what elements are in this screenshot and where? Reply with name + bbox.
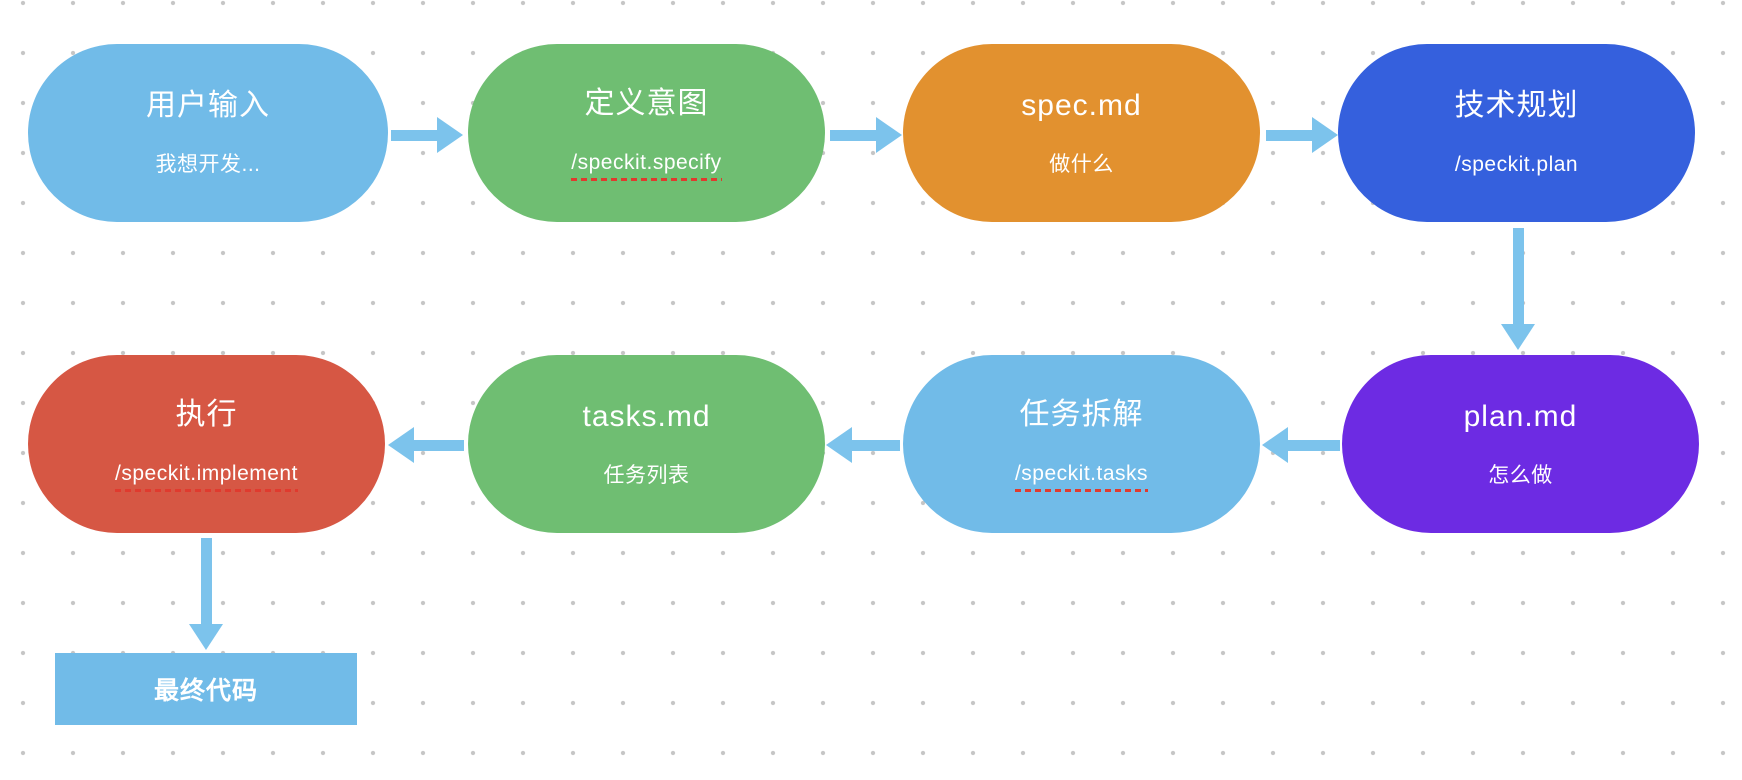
arrow-tasks-md-to-execute[interactable]	[388, 427, 464, 463]
node-title: 用户输入	[146, 89, 270, 122]
arrow-plan-md-to-task-breakdown[interactable]	[1262, 427, 1340, 463]
arrow-tech-plan-to-plan-md[interactable]	[1501, 228, 1535, 350]
node-task-breakdown[interactable]: 任务拆解 /speckit.tasks	[903, 355, 1260, 533]
node-title: 技术规划	[1454, 89, 1579, 122]
node-subtitle: 任务列表	[603, 464, 690, 487]
arrow-head-icon	[388, 427, 414, 463]
final-code-label: 最终代码	[153, 677, 258, 705]
node-subtitle: /speckit.tasks	[1014, 460, 1149, 492]
node-spec-md[interactable]: spec.md 做什么	[903, 44, 1260, 222]
node-title: spec.md	[1021, 89, 1142, 122]
node-subtitle: /speckit.specify	[571, 149, 722, 181]
node-subtitle: /speckit.plan	[1454, 153, 1579, 176]
arrow-head-icon	[189, 624, 223, 650]
arrow-shaft	[391, 129, 437, 141]
node-title: 任务拆解	[1019, 397, 1144, 431]
arrow-shaft	[1512, 228, 1524, 324]
arrow-spec-md-to-tech-plan[interactable]	[1266, 117, 1338, 153]
node-title: 执行	[175, 397, 238, 431]
arrow-head-icon	[437, 117, 463, 153]
arrow-shaft	[852, 439, 900, 451]
arrow-head-icon	[876, 117, 902, 153]
arrow-shaft	[414, 439, 464, 451]
node-title: tasks.md	[582, 400, 711, 433]
node-final-code[interactable]: 最终代码	[55, 653, 357, 725]
arrow-head-icon	[1262, 427, 1288, 463]
node-title: 定义意图	[584, 86, 709, 120]
node-subtitle: 我想开发...	[155, 153, 261, 176]
arrow-head-icon	[826, 427, 852, 463]
node-subtitle: /speckit.implement	[115, 460, 298, 492]
arrow-head-icon	[1501, 324, 1535, 350]
arrow-execute-to-final-code[interactable]	[189, 538, 223, 650]
arrow-shaft	[1288, 439, 1340, 451]
node-tech-plan[interactable]: 技术规划 /speckit.plan	[1338, 44, 1695, 222]
node-define-intent[interactable]: 定义意图 /speckit.specify	[468, 44, 825, 222]
node-subtitle: 怎么做	[1488, 464, 1553, 487]
arrow-shaft	[1266, 129, 1312, 141]
arrow-shaft	[830, 129, 876, 141]
arrow-shaft	[200, 538, 212, 624]
node-plan-md[interactable]: plan.md 怎么做	[1342, 355, 1699, 533]
node-title: plan.md	[1463, 400, 1578, 433]
node-execute[interactable]: 执行 /speckit.implement	[28, 355, 385, 533]
node-tasks-md[interactable]: tasks.md 任务列表	[468, 355, 825, 533]
arrow-define-intent-to-spec-md[interactable]	[830, 117, 902, 153]
node-user-input[interactable]: 用户输入 我想开发...	[28, 44, 388, 222]
arrow-task-breakdown-to-tasks-md[interactable]	[826, 427, 900, 463]
arrow-head-icon	[1312, 117, 1338, 153]
node-subtitle: 做什么	[1049, 153, 1114, 176]
arrow-user-input-to-define-intent[interactable]	[391, 117, 463, 153]
